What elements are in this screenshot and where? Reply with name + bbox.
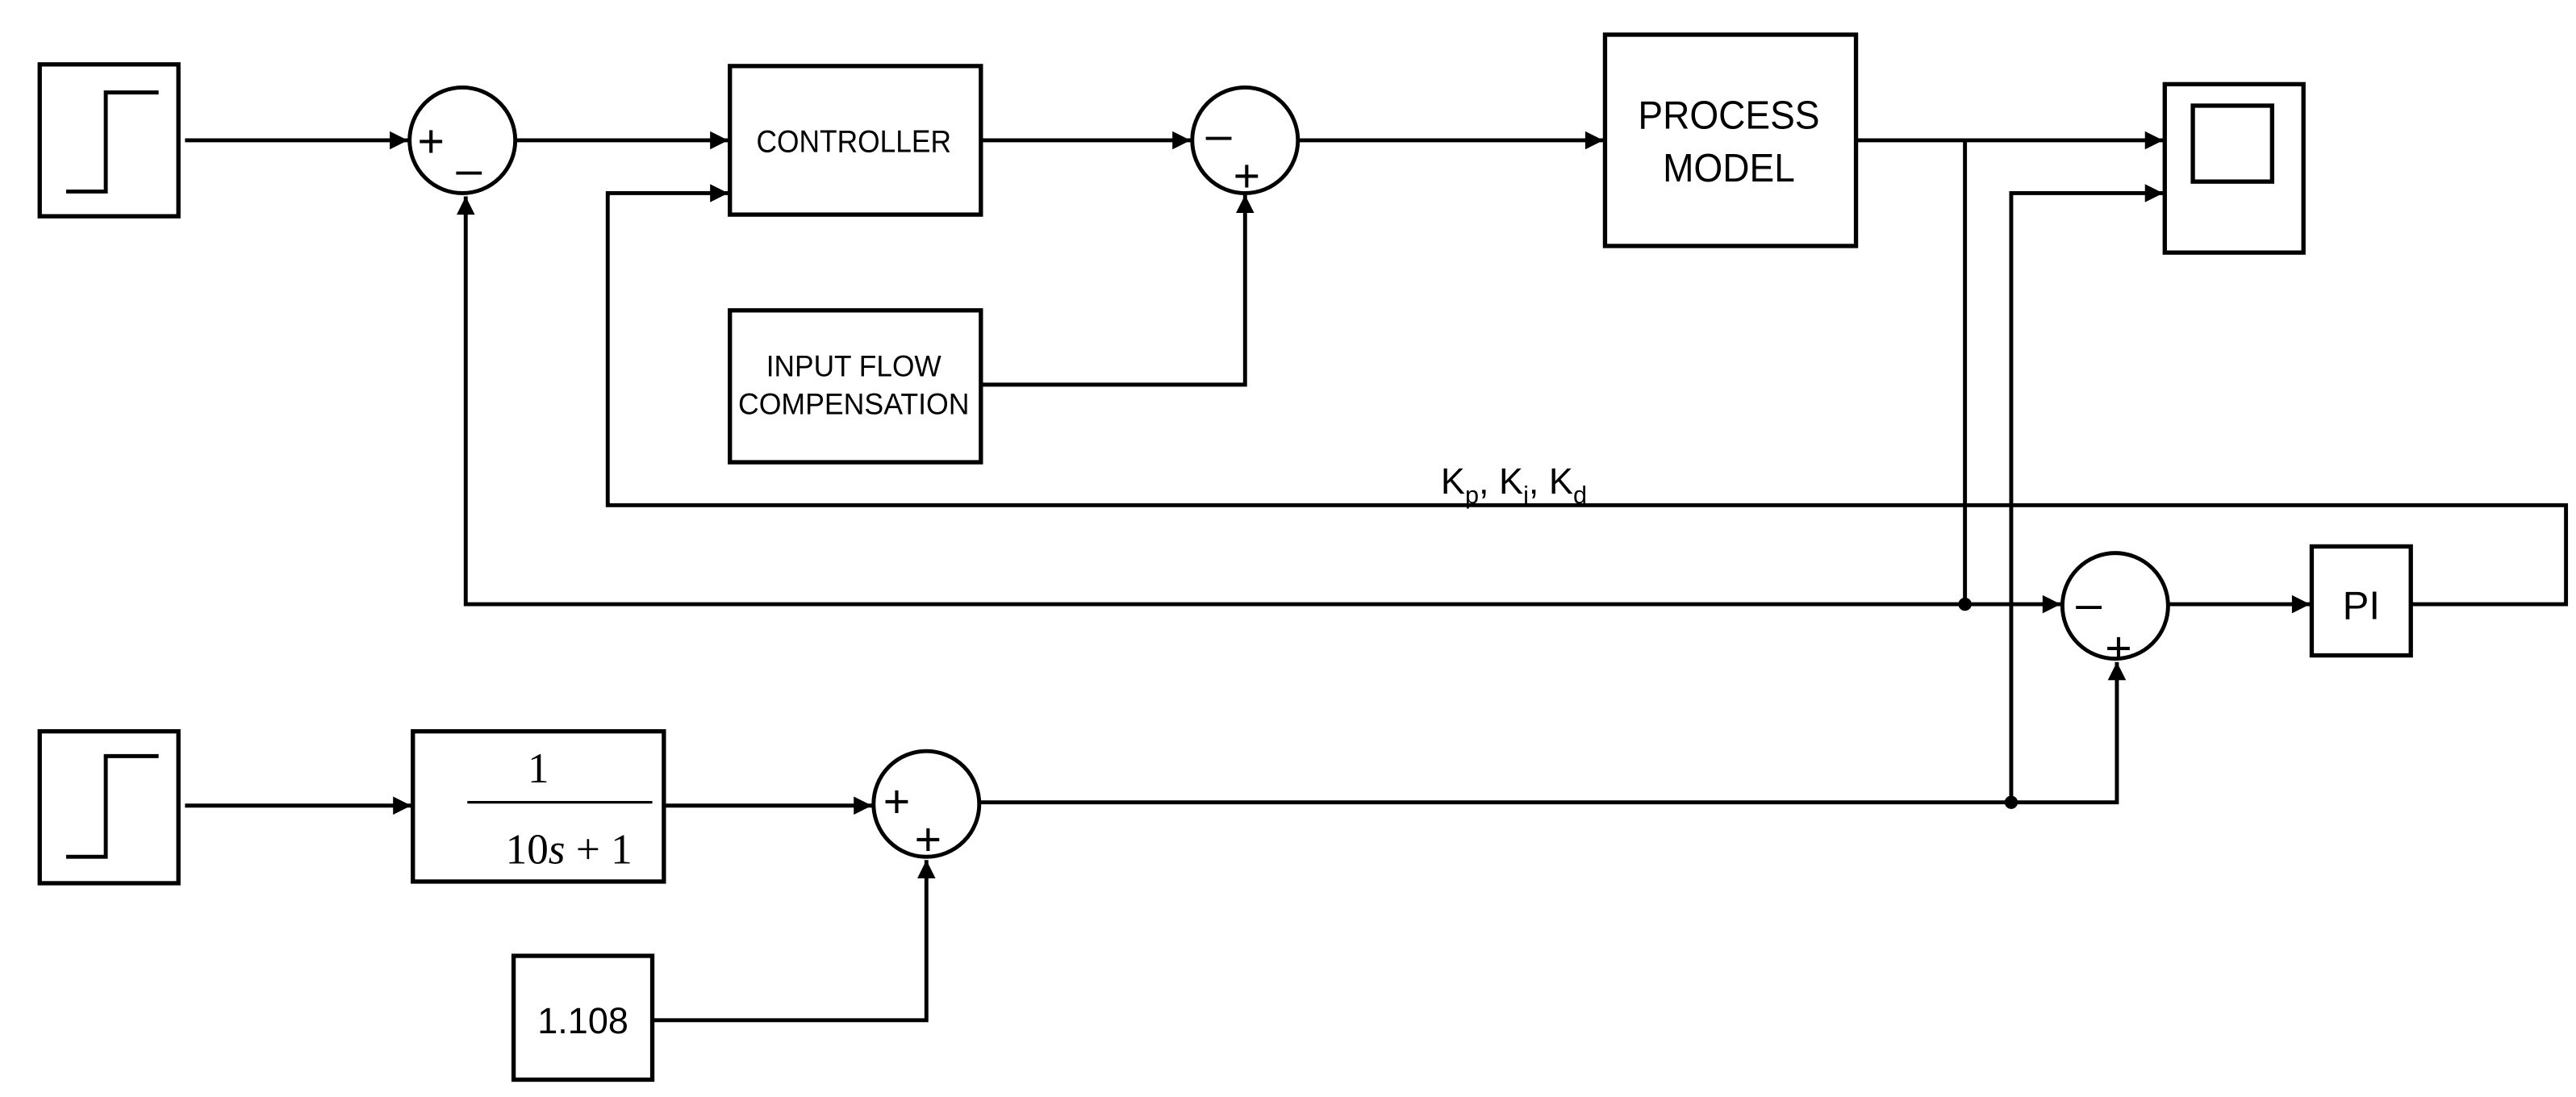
wire-gains-to-controller xyxy=(605,184,2569,607)
input-flow-compensation-label-line: COMPENSATION xyxy=(738,388,970,421)
sum-sign: + xyxy=(915,814,941,866)
gain-separator: , xyxy=(1529,461,1549,502)
denominator-rest: + 1 xyxy=(566,825,633,873)
gain-subscript: p xyxy=(1465,481,1479,509)
controller-label: CONTROLLER xyxy=(756,124,951,159)
input-flow-compensation-label-line: INPUT FLOW xyxy=(766,350,941,383)
step-block-input-flow xyxy=(37,729,181,886)
sum-sign: – xyxy=(2076,578,2102,629)
wire-constant-to-sum xyxy=(652,860,936,1023)
wire-compensation-to-sum xyxy=(980,194,1255,387)
process-model-label-line: MODEL xyxy=(1663,147,1795,190)
sum-sign: – xyxy=(1206,109,1232,161)
transfer-function-denominator: 10s + 1 xyxy=(430,825,686,873)
sum-compensation: – + xyxy=(1190,86,1301,202)
gains-label: Kp, Ki, Kd xyxy=(1390,461,1617,511)
wire-input-flow-to-scope xyxy=(2009,184,2164,803)
gain-subscript: i xyxy=(1523,481,1529,509)
constant-value: 1.108 xyxy=(537,1000,628,1041)
gain-symbol: K xyxy=(1549,461,1573,502)
sum-input-flow: + + xyxy=(871,749,982,866)
sum-sign: + xyxy=(883,776,910,828)
step-icon xyxy=(65,753,159,859)
sum-sign: + xyxy=(418,115,445,167)
wire-input-flow-to-sum-tuning xyxy=(979,661,2127,805)
gain-subscript: d xyxy=(1573,481,1587,509)
step-icon xyxy=(65,90,159,194)
process-model-label-line: PROCESS xyxy=(1638,94,1819,138)
sum-tuning: – + xyxy=(2060,551,2170,674)
gain-separator: , xyxy=(1479,461,1499,502)
pi-block: PI xyxy=(2309,544,2413,658)
pi-label: PI xyxy=(2343,584,2380,628)
process-model-block: PROCESS MODEL xyxy=(1602,32,1859,248)
wire-feedback-to-sum-error xyxy=(457,196,1965,607)
sum-error: + – xyxy=(407,86,518,195)
junction-dot xyxy=(1958,597,1972,611)
controller-block: CONTROLLER xyxy=(728,64,983,217)
scope-icon xyxy=(2190,103,2274,184)
denominator-variable: s xyxy=(549,825,566,873)
gain-symbol: K xyxy=(1499,461,1523,502)
wires xyxy=(185,131,2569,1023)
transfer-function-numerator: 1 xyxy=(528,745,549,792)
sum-sign: – xyxy=(456,144,482,195)
sum-sign: + xyxy=(1234,150,1260,202)
step-block-reference xyxy=(37,62,181,219)
scope-block xyxy=(2162,81,2306,255)
transfer-function-block: 1 10s + 1 xyxy=(411,729,686,884)
junction-dot xyxy=(2004,795,2019,809)
constant-block: 1.108 xyxy=(511,953,655,1082)
sum-sign: + xyxy=(2105,623,2131,674)
denominator-coefficient: 10 xyxy=(506,825,549,873)
input-flow-compensation-block: INPUT FLOW COMPENSATION xyxy=(728,308,983,465)
gain-symbol: K xyxy=(1441,461,1465,502)
